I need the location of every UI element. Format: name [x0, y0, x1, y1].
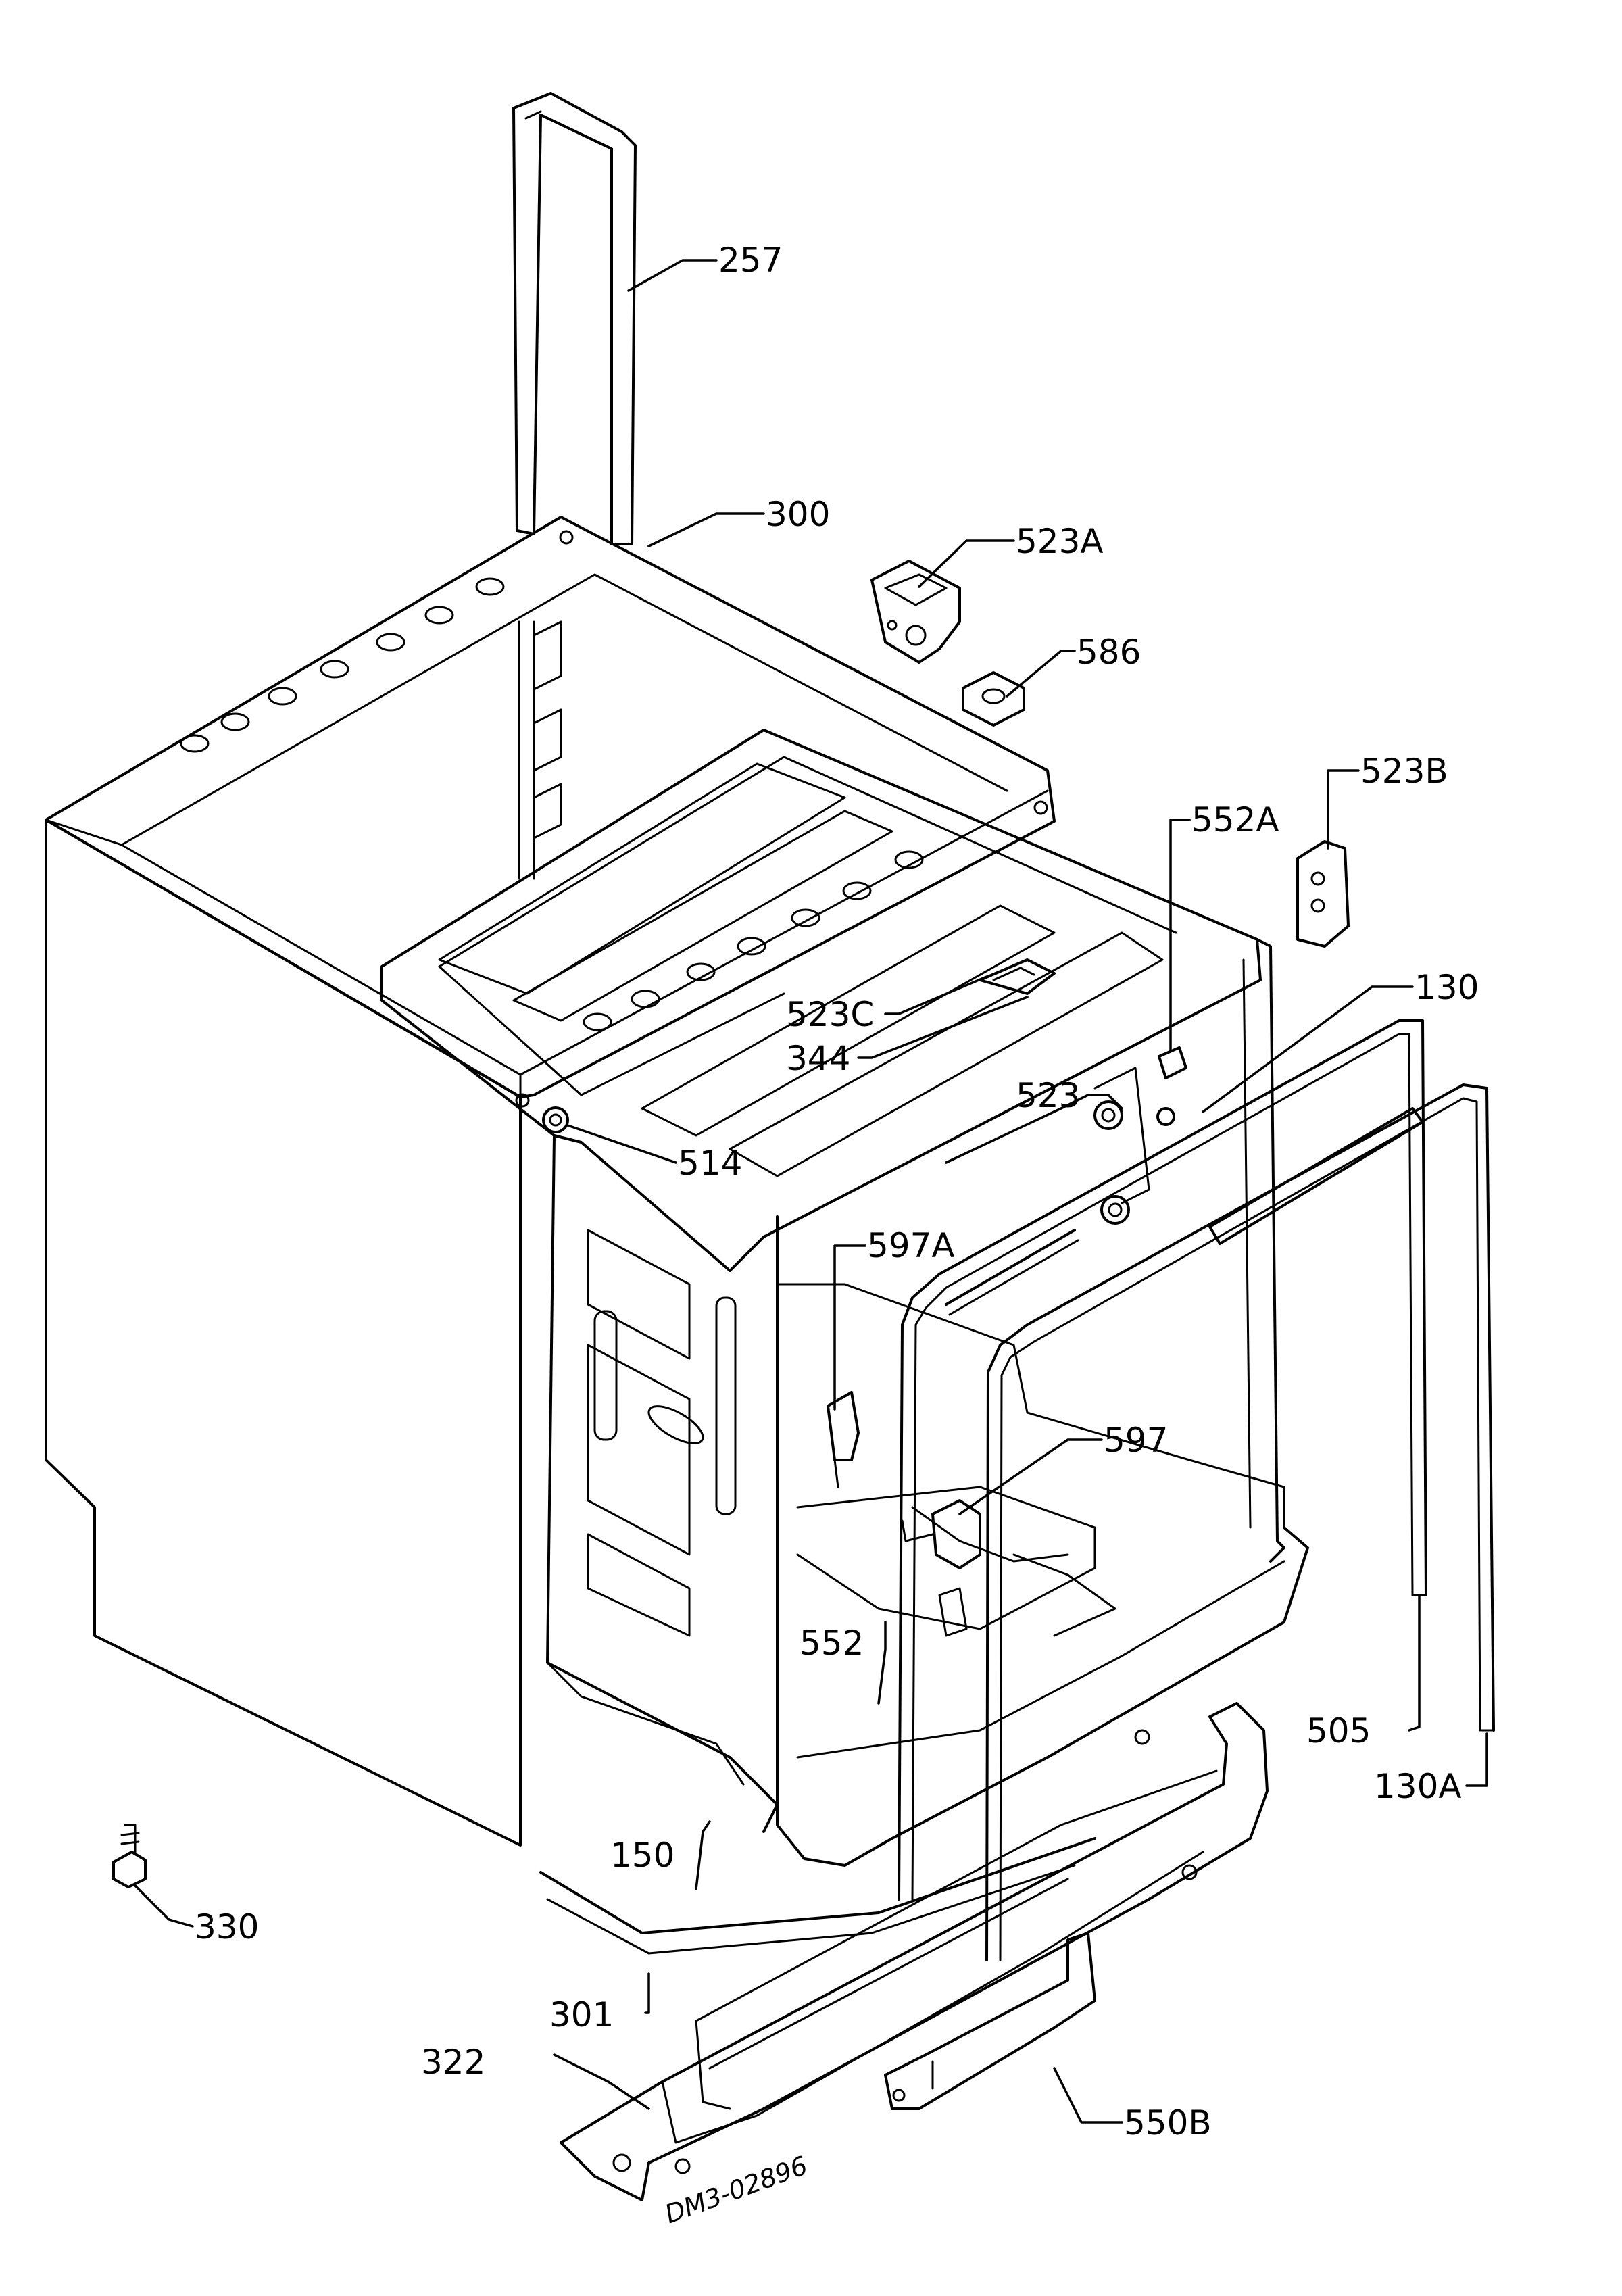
drawing-code: DM3-02896 — [661, 2151, 812, 2230]
label-552: 552 — [800, 1623, 864, 1663]
seal-130-short — [1208, 1107, 1424, 1245]
label-505: 505 — [1306, 1711, 1371, 1751]
label-322: 322 — [421, 2043, 485, 2082]
top-rail-holes — [180, 577, 924, 1031]
label-523A: 523A — [1016, 522, 1104, 561]
label-300: 300 — [766, 495, 830, 534]
part-586-nut — [962, 671, 1025, 727]
wash-tub — [380, 729, 1309, 1867]
rear-vapour-strip — [512, 92, 637, 880]
part-130-ring — [1156, 1107, 1175, 1126]
part-552A-screw — [1158, 1046, 1187, 1079]
label-597: 597 — [1104, 1421, 1168, 1460]
part-labels: 257 300 523A 586 523B 552A 130 523C 344 … — [195, 241, 1479, 2229]
label-550B: 550B — [1124, 2103, 1212, 2143]
part-523-hinge-block — [1093, 1067, 1150, 1225]
door-seal-130A — [985, 1083, 1495, 1961]
label-130: 130 — [1415, 968, 1479, 1007]
part-523A-bracket — [870, 560, 961, 664]
part-597-latch — [901, 1499, 981, 1569]
label-523: 523 — [1016, 1076, 1080, 1115]
label-257: 257 — [718, 241, 783, 280]
label-130A: 130A — [1374, 1767, 1462, 1806]
label-552A: 552A — [1191, 800, 1279, 839]
seal-strip-597A — [945, 1229, 1079, 1316]
leader-lines — [134, 259, 1488, 2124]
label-514: 514 — [678, 1144, 742, 1183]
label-301: 301 — [549, 1995, 614, 2034]
label-523C: 523C — [786, 995, 874, 1034]
door-seal-505 — [898, 1019, 1427, 1901]
part-550B-bracket — [884, 1932, 1096, 2110]
label-586: 586 — [1077, 633, 1141, 672]
part-514-bolt — [542, 1106, 569, 1133]
part-523C-clip — [979, 958, 1056, 995]
cabinet-frame — [45, 516, 1056, 1847]
label-597A: 597A — [867, 1226, 955, 1265]
label-150: 150 — [610, 1836, 674, 1875]
part-552-rail — [938, 1587, 968, 1637]
label-330: 330 — [195, 1907, 259, 1947]
part-523B-grommet — [1296, 840, 1350, 948]
part-330-foot — [112, 1824, 147, 1888]
base-plinth — [560, 1702, 1269, 2201]
label-344: 344 — [786, 1039, 850, 1078]
label-523B: 523B — [1360, 752, 1448, 791]
part-597A-catch — [827, 1391, 860, 1488]
